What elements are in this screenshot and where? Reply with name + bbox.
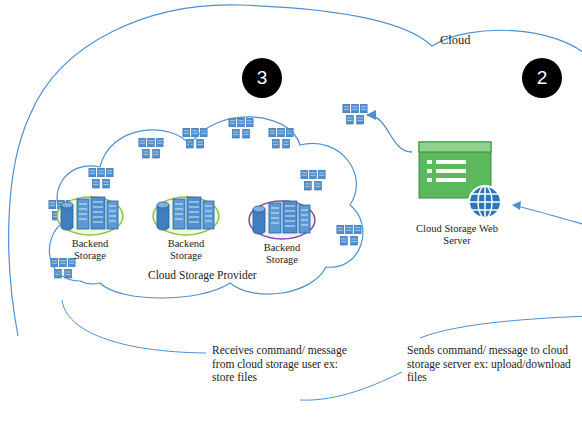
leader-line bbox=[300, 372, 402, 400]
label-holder: 3 bbox=[242, 58, 282, 98]
icon-node: Backend Storage bbox=[54, 191, 126, 262]
callout-number: 3 bbox=[242, 58, 282, 98]
node-label: Cloud Storage Web Server bbox=[407, 223, 507, 247]
label-holder: Receives command/ message from cloud sto… bbox=[212, 344, 362, 385]
node-label: Backend Storage bbox=[60, 238, 120, 262]
backend-icon bbox=[247, 195, 317, 241]
icon-holder bbox=[150, 191, 222, 237]
icon-holder bbox=[246, 195, 318, 241]
icon-node: Backend Storage bbox=[150, 191, 222, 262]
backend-icon bbox=[151, 191, 221, 237]
node-label: Backend Storage bbox=[156, 238, 216, 262]
icon-holder bbox=[404, 140, 510, 222]
server-rack bbox=[343, 104, 367, 124]
server-rack bbox=[301, 170, 325, 190]
server-rack bbox=[139, 138, 163, 158]
arrow-head bbox=[512, 201, 521, 210]
server-rack bbox=[337, 225, 361, 245]
server-rack bbox=[269, 128, 293, 148]
cloud-region: CloudCloud Storage Provider Backend Stora… bbox=[0, 0, 582, 338]
note-text: Sends command/ message to cloud storage … bbox=[407, 344, 579, 385]
connector-arrow bbox=[367, 115, 412, 152]
server-racks bbox=[49, 104, 367, 278]
leader-line bbox=[62, 300, 206, 353]
icon-node: Backend Storage bbox=[246, 195, 318, 266]
cloud-edge bbox=[420, 316, 582, 338]
icon-holder bbox=[54, 191, 126, 237]
label-holder: Sends command/ message to cloud storage … bbox=[407, 344, 579, 385]
web-server-icon bbox=[407, 140, 507, 222]
server-rack bbox=[229, 118, 253, 138]
callout-number: 2 bbox=[522, 58, 562, 98]
node-label: Backend Storage bbox=[252, 242, 312, 266]
outer-cloud-outline bbox=[0, 0, 582, 338]
region-label: Cloud Storage Provider bbox=[148, 269, 257, 281]
cloud-region: Cloud Storage Provider Backend Storage Bac… bbox=[40, 95, 365, 305]
arrow-line bbox=[516, 206, 582, 226]
label-holder: 2 bbox=[522, 58, 562, 98]
server-rack bbox=[89, 168, 113, 188]
region-label: Cloud bbox=[440, 33, 471, 48]
leader-lines bbox=[62, 300, 582, 400]
backend-icon bbox=[55, 191, 125, 237]
incoming-arrow bbox=[512, 201, 582, 226]
icon-node: Cloud Storage Web Server bbox=[404, 140, 510, 247]
note-text: Receives command/ message from cloud sto… bbox=[212, 344, 362, 385]
